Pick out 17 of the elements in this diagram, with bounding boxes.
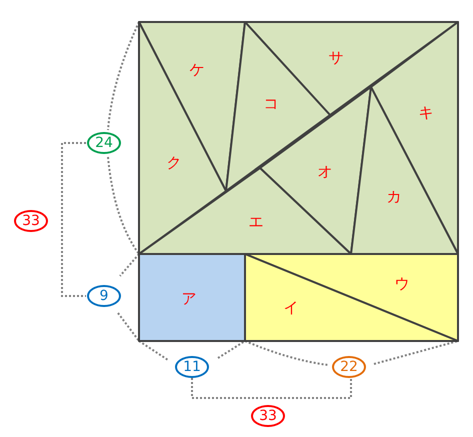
piece-label: エ bbox=[248, 214, 264, 230]
length-oval: 22 bbox=[332, 356, 366, 378]
length-oval: 24 bbox=[87, 132, 121, 154]
length-oval: 33 bbox=[251, 405, 285, 427]
length-oval: 11 bbox=[175, 356, 209, 378]
piece-label: キ bbox=[418, 106, 434, 120]
length-oval: 9 bbox=[87, 285, 121, 307]
piece-label: コ bbox=[264, 96, 278, 112]
piece-label: ケ bbox=[190, 62, 204, 78]
piece-label: ウ bbox=[394, 276, 410, 292]
piece-label: カ bbox=[386, 190, 402, 204]
piece-label: サ bbox=[328, 50, 344, 66]
length-oval: 33 bbox=[14, 210, 48, 232]
piece-label: オ bbox=[318, 164, 332, 180]
piece-label: イ bbox=[284, 300, 298, 316]
piece-label: ク bbox=[166, 156, 182, 170]
piece-label: ア bbox=[182, 292, 196, 306]
